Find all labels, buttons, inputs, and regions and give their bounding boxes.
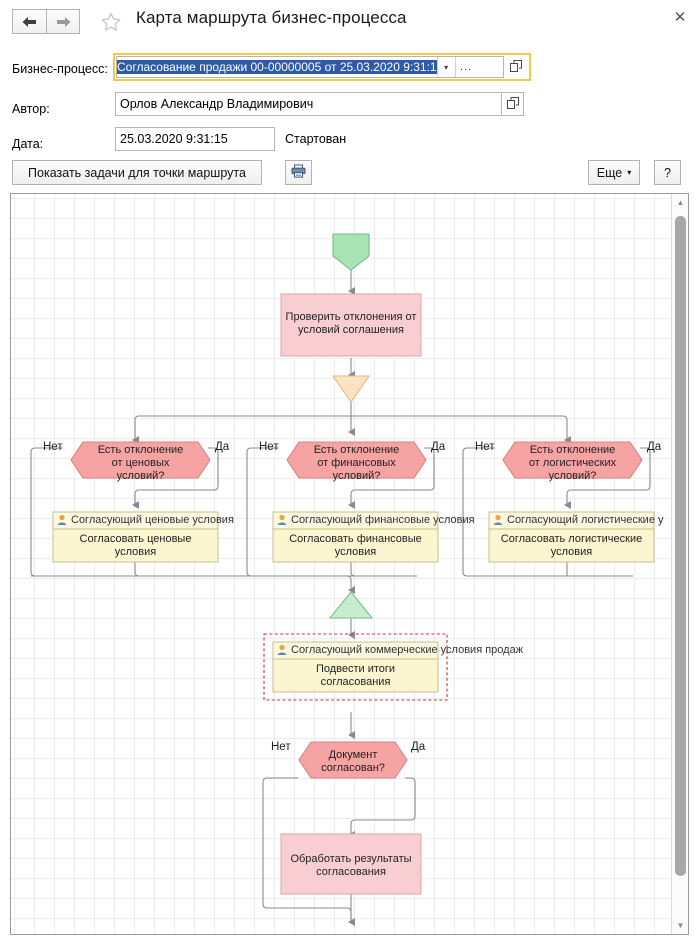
window-titlebar: Карта маршрута бизнес-процесса ✕ <box>0 0 699 44</box>
date-label: Дата: <box>12 137 44 151</box>
process-input[interactable]: Согласование продажи 00-00000005 от 25.0… <box>116 56 504 78</box>
status-badge: Стартован <box>285 132 347 146</box>
process-input-value[interactable]: Согласование продажи 00-00000005 от 25.0… <box>117 60 437 74</box>
chevron-down-icon: ▾ <box>627 168 632 177</box>
node-merge[interactable] <box>328 591 374 619</box>
more-button-label: Еще <box>596 165 623 180</box>
node-condition-logistics[interactable] <box>502 441 643 479</box>
person-icon <box>57 514 67 525</box>
navigation-buttons <box>12 9 80 34</box>
process-flow-diagram <box>30 233 655 926</box>
more-button[interactable]: Еще ▾ <box>588 160 640 185</box>
scroll-down-icon[interactable]: ▼ <box>676 921 685 930</box>
help-button[interactable]: ? <box>654 160 681 185</box>
forward-button[interactable] <box>46 9 80 34</box>
selection-outline <box>263 633 448 701</box>
scroll-up-icon[interactable]: ▲ <box>676 198 685 207</box>
process-open-button[interactable] <box>504 56 528 78</box>
node-task-price[interactable] <box>52 511 219 563</box>
node-task-financial[interactable] <box>272 511 439 563</box>
show-tasks-button[interactable]: Показать задачи для точки маршрута <box>12 160 262 185</box>
arrow-left-icon <box>21 16 38 28</box>
node-action-result[interactable] <box>280 833 422 895</box>
ellipsis-icon: ... <box>459 61 473 73</box>
date-input-value[interactable]: 25.03.2020 9:31:15 <box>120 132 228 146</box>
page-title: Карта маршрута бизнес-процесса <box>136 8 407 27</box>
open-external-icon <box>506 96 519 112</box>
person-icon <box>493 514 503 525</box>
star-icon[interactable] <box>100 11 122 33</box>
person-icon <box>277 514 287 525</box>
person-icon <box>277 644 287 655</box>
process-select-button[interactable]: ... <box>454 57 477 77</box>
canvas-vertical-scrollbar[interactable]: ▲ ▼ <box>671 194 688 934</box>
open-external-icon <box>510 59 522 75</box>
chevron-down-icon: ▾ <box>444 62 449 72</box>
node-condition-document[interactable] <box>298 741 408 779</box>
date-input[interactable]: 25.03.2020 9:31:15 <box>115 127 275 151</box>
node-action-check[interactable] <box>280 293 422 357</box>
arrow-right-icon <box>55 16 72 28</box>
print-button[interactable] <box>285 160 312 185</box>
route-map-canvas[interactable]: Проверить отклонения от условий соглашен… <box>10 193 689 935</box>
process-label: Бизнес-процесс: <box>12 62 108 76</box>
close-icon[interactable]: ✕ <box>673 9 687 26</box>
process-field-wrapper[interactable]: Согласование продажи 00-00000005 от 25.0… <box>113 53 531 81</box>
author-input-value[interactable]: Орлов Александр Владимирович <box>120 97 314 111</box>
scrollbar-thumb[interactable] <box>675 216 686 876</box>
back-button[interactable] <box>12 9 46 34</box>
process-dropdown-button[interactable]: ▾ <box>436 57 455 77</box>
node-condition-price[interactable] <box>70 441 211 479</box>
author-open-button[interactable] <box>502 92 524 116</box>
node-task-summary[interactable] <box>263 633 448 701</box>
node-start[interactable] <box>332 233 370 271</box>
author-input[interactable]: Орлов Александр Владимирович <box>115 92 502 116</box>
node-condition-financial[interactable] <box>286 441 427 479</box>
author-label: Автор: <box>12 102 50 116</box>
node-split[interactable] <box>331 375 371 403</box>
node-task-logistics[interactable] <box>488 511 655 563</box>
printer-icon <box>291 164 306 181</box>
